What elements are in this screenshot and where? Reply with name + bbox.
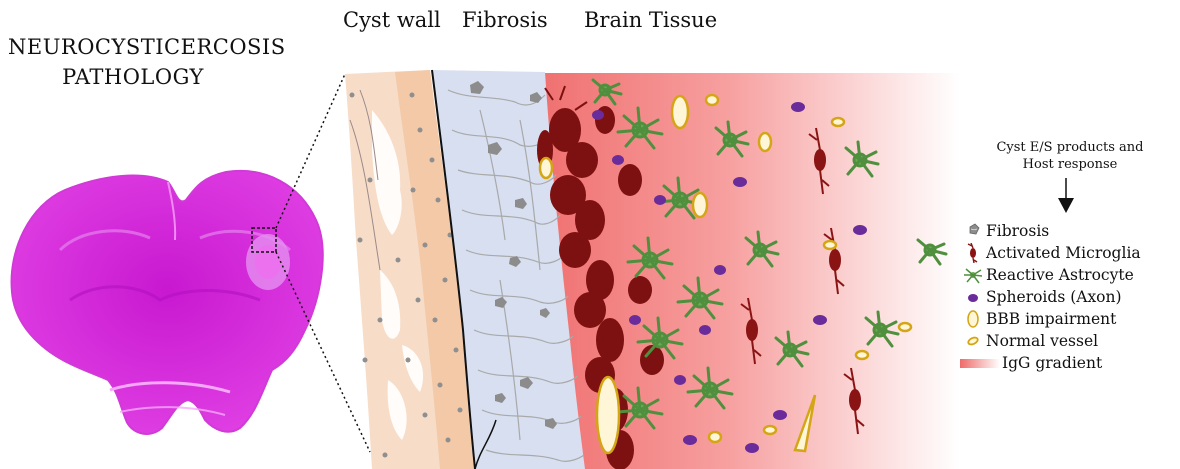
fibrosis-header: Fibrosis xyxy=(462,8,548,32)
legend-label: Spheroids (Axon) xyxy=(986,288,1122,306)
legend-item-igg: IgG gradient xyxy=(960,353,1102,373)
cyst-wall-header: Cyst wall xyxy=(343,8,441,32)
legend-label: BBB impairment xyxy=(986,310,1116,328)
vessel-icon xyxy=(960,331,986,351)
brain-section xyxy=(12,171,323,434)
legend-item-spheroid: Spheroids (Axon) xyxy=(960,287,1122,307)
legend-label: Activated Microglia xyxy=(986,244,1141,262)
legend-label: Fibrosis xyxy=(986,222,1049,240)
diagram-title: NEUROCYSTICERCOSIS PATHOLOGY xyxy=(8,32,258,92)
legend-label: Reactive Astrocyte xyxy=(986,266,1134,284)
fibrosis-icon xyxy=(960,221,986,241)
igg-gradient-icon xyxy=(960,353,1002,373)
legend-item-vessel: Normal vessel xyxy=(960,331,1098,351)
title-line-2: PATHOLOGY xyxy=(8,62,258,92)
flow-label: Cyst E/S products and Host response xyxy=(985,139,1155,173)
legend-item-astrocyte: Reactive Astrocyte xyxy=(960,265,1134,285)
microglia-icon xyxy=(960,243,986,263)
legend-item-microglia: Activated Microglia xyxy=(960,243,1141,263)
flow-arrow-icon xyxy=(1058,178,1074,213)
legend-item-fibrosis: Fibrosis xyxy=(960,221,1049,241)
legend-item-bbb: BBB impairment xyxy=(960,309,1116,329)
astrocyte-icon xyxy=(960,265,986,285)
brain-tissue-header: Brain Tissue xyxy=(584,8,717,32)
title-line-1: NEUROCYSTICERCOSIS xyxy=(8,32,258,62)
bbb-icon xyxy=(960,309,986,329)
legend-label: Normal vessel xyxy=(986,332,1098,350)
spheroid-icon xyxy=(960,287,986,307)
legend-label: IgG gradient xyxy=(1002,354,1102,372)
